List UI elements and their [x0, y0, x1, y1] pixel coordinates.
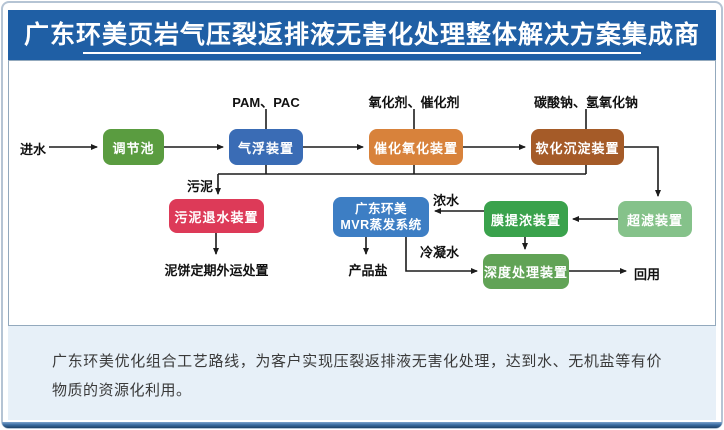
flow-arrows: [49, 109, 661, 274]
title-banner: 广东环美页岩气压裂返排液无害化处理整体解决方案集成商: [8, 10, 716, 60]
output-label-reuse: 回用: [634, 267, 661, 282]
node-air-flotation: 气浮装置: [229, 129, 303, 165]
dosing-label-soda-caustic: 碳酸钠、氢氧化钠: [533, 95, 638, 110]
node-membrane-concentration: 膜提浓装置: [484, 201, 568, 237]
output-label-product-salt: 产品盐: [348, 263, 388, 278]
stream-label-sludge: 污泥: [186, 179, 213, 194]
process-flow-diagram: 进水 PAM、PAC 氧化剂、催化剂 碳酸钠、氢氧化钠 调节池 气浮装置 催化氧…: [8, 60, 716, 326]
node-mvr-evaporation: 广东环美 MVR蒸发系统: [333, 197, 429, 237]
node-ultrafiltration: 超滤装置: [618, 201, 692, 237]
page-title: 广东环美页岩气压裂返排液无害化处理整体解决方案集成商: [23, 21, 700, 49]
mvr-label-line2: MVR蒸发系统: [340, 218, 422, 232]
node-regulating-tank: 调节池: [103, 129, 164, 165]
node-catalytic-oxidation: 催化氧化装置: [369, 129, 463, 165]
summary-text: 广东环美优化组合工艺路线，为客户实现压裂返排液无害化处理，达到水、无机盐等有价物…: [52, 353, 662, 400]
dosing-label-oxidant-catalyst: 氧化剂、催化剂: [368, 95, 460, 110]
node-softening-sedimentation: 软化沉淀装置: [531, 129, 624, 165]
card-bottom-edge: [2, 422, 722, 428]
title-underline: [83, 52, 641, 54]
dosing-label-pam-pac: PAM、PAC: [232, 95, 300, 110]
stream-label-concentrate: 浓水: [433, 193, 460, 208]
node-advanced-treatment: 深度处理装置: [483, 254, 569, 289]
summary-panel: 广东环美优化组合工艺路线，为客户实现压裂返排液无害化处理，达到水、无机盐等有价物…: [8, 326, 716, 420]
output-label-mud-cake: 泥饼定期外运处置: [164, 263, 269, 278]
stream-label-inlet: 进水: [19, 142, 46, 157]
mvr-label-line1: 广东环美: [354, 201, 407, 216]
node-sludge-dewatering: 污泥退水装置: [169, 199, 264, 233]
stream-label-condensate: 冷凝水: [420, 245, 460, 260]
